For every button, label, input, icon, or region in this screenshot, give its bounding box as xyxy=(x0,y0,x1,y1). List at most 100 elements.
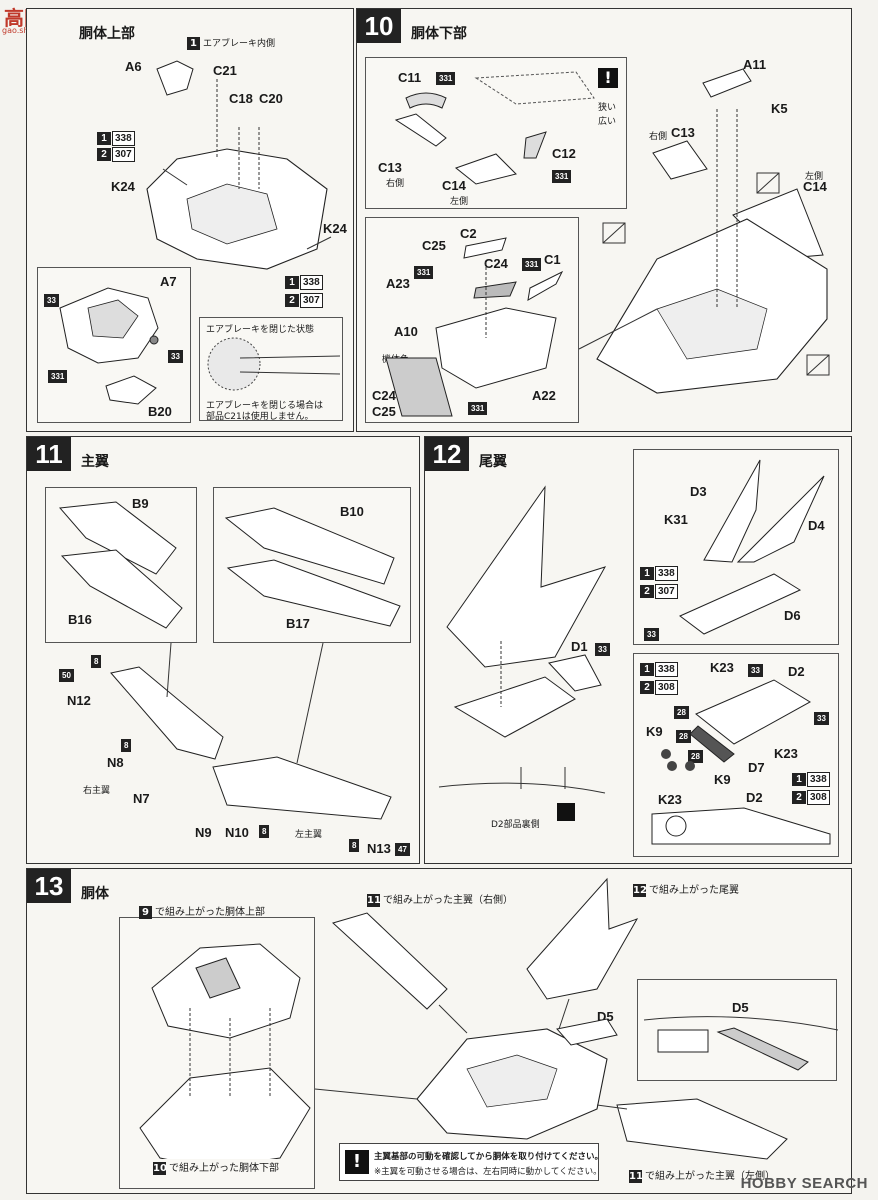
wings-assembly-drawing xyxy=(110,642,392,820)
num-47: 47 xyxy=(395,843,410,856)
label-k5: K5 xyxy=(771,101,788,116)
num-8-b: 8 xyxy=(121,739,132,752)
step-13-subpanel-d5: D5 xyxy=(637,979,838,1081)
num-33-b: 33 xyxy=(168,350,183,363)
label-a23: A23 xyxy=(386,276,410,291)
label-a11: A11 xyxy=(743,57,767,72)
num-331: 331 xyxy=(48,370,68,383)
step-11-panel: 11 主翼 B9 B16 B10 B17 50 8 N12 8 N8 右主翼 N… xyxy=(26,436,420,864)
num-331-d: 331 xyxy=(522,258,542,271)
num-28-a: 28 xyxy=(674,706,689,719)
label-n10: N10 xyxy=(225,825,249,840)
airbrake-drawing xyxy=(207,337,341,391)
label-b9: B9 xyxy=(132,496,149,511)
hinge-drawing xyxy=(394,71,595,185)
label-b10: B10 xyxy=(340,504,364,519)
tail-assembly-drawing xyxy=(438,485,607,821)
label-b17: B17 xyxy=(286,616,310,631)
right-wing-parts-drawing xyxy=(58,501,183,629)
label-d4: D4 xyxy=(808,518,825,533)
label-c1: C1 xyxy=(544,252,561,267)
d2-back-label: D2部品裏側 xyxy=(491,820,540,830)
label-k23-b: K23 xyxy=(774,746,798,761)
step-9-title: 胴体上部 xyxy=(79,26,135,42)
side-left-2: 左側 xyxy=(805,172,824,182)
num-50: 50 xyxy=(59,669,74,682)
side-right: 右側 xyxy=(386,179,405,189)
step-12-number: 12 xyxy=(425,437,469,471)
step-13-subpanel-fuselage xyxy=(119,917,315,1189)
label-n9: N9 xyxy=(195,825,212,840)
label-b16: B16 xyxy=(68,612,92,627)
left-wing-parts-drawing xyxy=(224,507,401,627)
label-c24: C24 xyxy=(484,256,508,271)
caution-icon-large: ! xyxy=(345,1150,369,1174)
narrow-label: 狭い xyxy=(598,103,617,113)
step-13-number: 13 xyxy=(27,869,71,903)
label-n13: N13 xyxy=(367,841,391,856)
num-33-k23: 33 xyxy=(748,664,763,677)
step-10-subpanel-hinge: C11 331 C13 右側 C12 331 C14 左側 狭い 広い ! xyxy=(365,57,627,209)
step-11-subpanel-right: B9 B16 xyxy=(45,487,197,643)
num-28-c: 28 xyxy=(688,750,703,763)
lower-detail-drawing xyxy=(385,237,564,417)
label-c18: C18 xyxy=(229,91,253,106)
label-a7: A7 xyxy=(160,274,177,289)
final-assembly-drawing xyxy=(314,877,788,1160)
caution-text-1: 主翼基部の可動を確認してから胴体を取り付けてください。 xyxy=(374,1152,603,1162)
fuselage-join-drawing xyxy=(139,943,311,1169)
label-c21: C21 xyxy=(213,63,237,78)
num-8-d: 8 xyxy=(349,839,360,852)
label-c13: C13 xyxy=(378,160,402,175)
label-c12: C12 xyxy=(552,146,576,161)
num-331-a: 331 xyxy=(436,72,456,85)
step-13-title: 胴体 xyxy=(81,886,109,902)
label-k9-a: K9 xyxy=(646,724,663,739)
num-331-c: 331 xyxy=(414,266,434,279)
d5-detail-drawing xyxy=(643,1016,838,1071)
label-n7: N7 xyxy=(133,791,150,806)
airbrake-note-2: 部品C21は使用しません。 xyxy=(206,412,314,422)
caution-icon: ! xyxy=(598,68,618,88)
label-c20: C20 xyxy=(259,91,283,106)
step-9-subpanel-airbrake: エアブレーキを閉じた状態 エアブレーキを閉じる場合は 部品C21は使用しません。 xyxy=(199,317,343,422)
num-8-c: 8 xyxy=(259,825,270,838)
step-9-subpanel-a7: A7 B20 33 331 33 xyxy=(37,267,191,423)
label-k24-right: K24 xyxy=(323,221,347,236)
label-c14-b: C14 xyxy=(803,179,827,194)
label-d6: D6 xyxy=(784,608,801,623)
label-d3: D3 xyxy=(690,484,707,499)
num-33-d6: 33 xyxy=(644,628,659,641)
watermark-hobbysearch: HOBBY SEARCH xyxy=(740,1175,868,1192)
step-11-number: 11 xyxy=(27,437,71,471)
label-k24-left: K24 xyxy=(111,179,135,194)
caution-box: ! 主翼基部の可動を確認してから胴体を取り付けてください。 ※主翼を可動させる場… xyxy=(339,1143,603,1181)
left-wing-label: 左主翼 xyxy=(295,830,323,840)
step-10-panel: 10 胴体下部 C11 331 C13 右側 C12 331 C14 左側 狭い… xyxy=(356,8,852,432)
label-d7: D7 xyxy=(748,760,765,775)
wide-label: 広い xyxy=(598,117,617,127)
side-right-2: 右側 xyxy=(649,132,668,142)
label-c14: C14 xyxy=(442,178,466,193)
step-10-number: 10 xyxy=(357,9,401,43)
num-331-b: 331 xyxy=(552,170,572,183)
step-12-title: 尾翼 xyxy=(479,454,507,470)
